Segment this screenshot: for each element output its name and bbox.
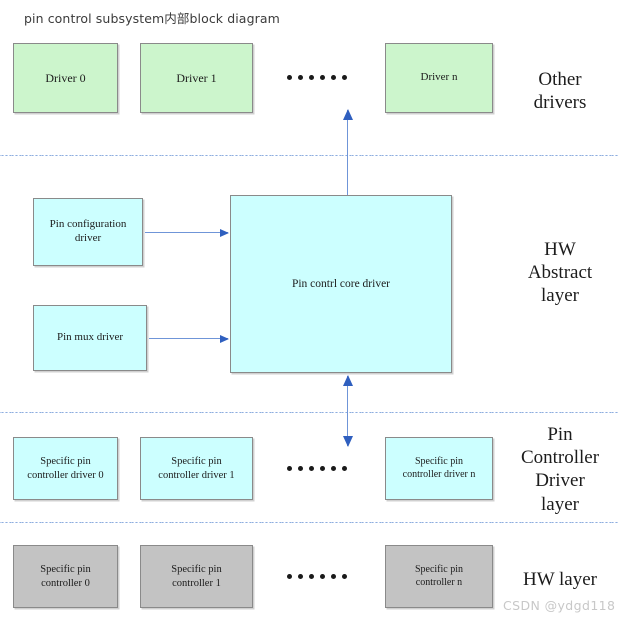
arrow-core-to-controller-drivers (342, 375, 353, 447)
arrow-core-to-drivers (342, 109, 353, 195)
driver-box-0: Driver 0 (13, 43, 118, 113)
drivers-ellipsis (287, 75, 347, 80)
driver-box-n: Driver n (385, 43, 493, 113)
driver-box-0-label: Driver 0 (45, 70, 86, 85)
driver-box-1-label: Driver 1 (176, 70, 217, 85)
arrow-config-to-core (145, 228, 229, 237)
controller-box-1-label: Specific pin controller 1 (171, 564, 222, 589)
arrow-head-down-icon (342, 436, 353, 447)
controller-drivers-ellipsis (287, 466, 347, 471)
controller-driver-box-n: Specific pin controller driver n (385, 437, 493, 500)
layer-caption-hw-layer: HW layer (522, 569, 598, 590)
driver-box-n-label: Driver n (420, 71, 458, 84)
divider-hw-abstract (0, 411, 618, 413)
controller-driver-box-n-label: Specific pin controller driver n (402, 456, 476, 480)
arrow-head-up-icon (342, 375, 353, 386)
controller-box-1: Specific pin controller 1 (140, 545, 253, 608)
divider-controller-driver (0, 521, 618, 523)
pin-control-core-driver-label: Pin contrl core driver (291, 277, 391, 290)
watermark: CSDN @ydgd118 (503, 598, 616, 613)
pin-mux-driver-box: Pin mux driver (33, 305, 147, 371)
controller-driver-box-0: Specific pin controller driver 0 (13, 437, 118, 500)
pin-configuration-driver-box: Pin configuration driver (33, 198, 143, 266)
layer-caption-hw-abstract: HW Abstract layer (527, 239, 593, 307)
arrow-head-right-icon (220, 228, 229, 237)
pin-control-core-driver-box: Pin contrl core driver (230, 195, 452, 373)
arrow-head-up-icon (342, 109, 353, 120)
page-title: pin control subsystem内部block diagram (24, 11, 280, 26)
controller-driver-box-1-label: Specific pin controller driver 1 (158, 456, 235, 481)
divider-other-drivers (0, 154, 618, 156)
arrow-mux-to-core (149, 334, 229, 343)
controller-box-0-label: Specific pin controller 0 (40, 564, 91, 589)
controllers-ellipsis (287, 574, 347, 579)
layer-caption-other-drivers: Other drivers (533, 69, 587, 114)
layer-caption-pin-controller-driver: Pin Controller Driver layer (520, 424, 600, 515)
arrow-head-right-icon (220, 334, 229, 343)
controller-box-n: Specific pin controller n (385, 545, 493, 608)
controller-box-n-label: Specific pin controller n (414, 564, 464, 588)
pin-configuration-driver-label: Pin configuration driver (49, 218, 127, 244)
controller-driver-box-0-label: Specific pin controller driver 0 (27, 456, 104, 481)
controller-driver-box-1: Specific pin controller driver 1 (140, 437, 253, 500)
driver-box-1: Driver 1 (140, 43, 253, 113)
controller-box-0: Specific pin controller 0 (13, 545, 118, 608)
pin-mux-driver-label: Pin mux driver (57, 331, 123, 344)
